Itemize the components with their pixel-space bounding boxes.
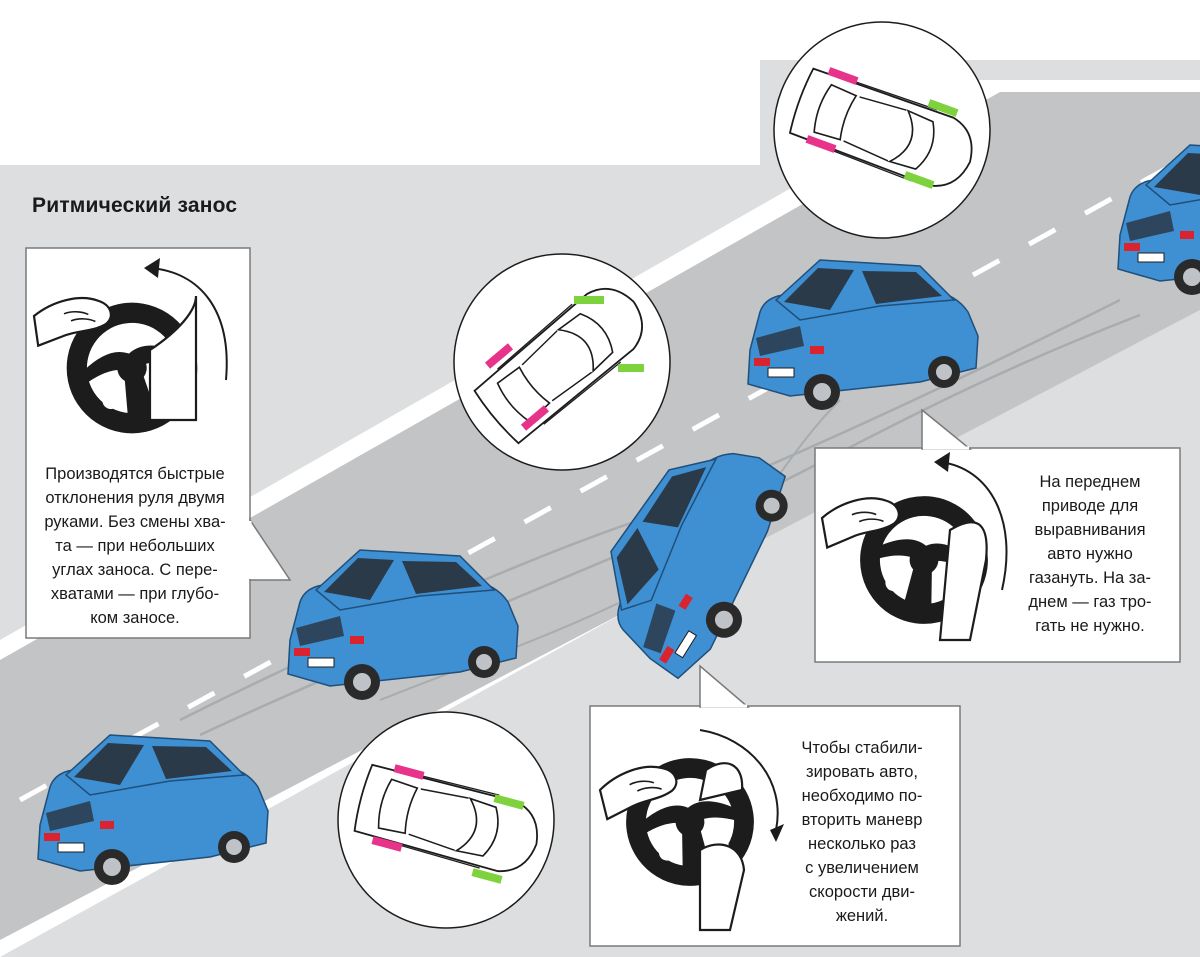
hand-icon	[148, 295, 198, 422]
callout-line: авто нужно	[1047, 545, 1133, 563]
callout-line: отклонения руля двумя	[45, 489, 225, 507]
callout-line: хватами — при глубо-	[50, 585, 220, 603]
car-top-view-top	[773, 21, 991, 239]
callout-line: с увеличением	[805, 859, 919, 877]
callout-line: вторить маневр	[801, 811, 923, 829]
car-top-view-middle	[453, 253, 671, 471]
hand-icon	[938, 521, 988, 642]
callout-line: руками. Без смены хва-	[44, 513, 226, 531]
callout-left-text: Производятся быстрые отклонения руля дву…	[30, 462, 240, 630]
callout-line: На переднем	[1039, 473, 1141, 491]
diagram-title: Ритмический занос	[32, 194, 238, 217]
callout-line: несколько раз	[808, 835, 916, 853]
callout-line: Чтобы стабили-	[801, 739, 923, 757]
callout-line: углах заноса. С пере-	[52, 561, 218, 579]
callout-line: днем — газ тро-	[1028, 593, 1152, 611]
callout-line: газануть. На за-	[1029, 569, 1151, 587]
callout-line: скорости дви-	[809, 883, 915, 901]
callout-line: Производятся быстрые	[45, 465, 225, 483]
callout-line: приводе для	[1041, 497, 1139, 515]
rotation-arrow-icon	[149, 267, 228, 381]
callout-line: жений.	[835, 907, 889, 925]
callout-right-box	[814, 408, 1181, 663]
rotation-arrow-icon	[699, 729, 779, 831]
callout-bottom-text: Чтобы стабили- зировать авто, необходимо…	[782, 736, 942, 928]
callout-line: выравнивания	[1034, 521, 1146, 539]
callout-line: зировать авто,	[806, 763, 918, 781]
callout-left-box	[25, 247, 292, 639]
callout-line: гать не нужно.	[1035, 617, 1145, 635]
rotation-arrow-icon	[939, 461, 1008, 591]
callout-bottom-box	[589, 664, 961, 947]
callout-right-text: На переднем приводе для выравнивания авт…	[1010, 470, 1170, 638]
hand-icon	[698, 843, 746, 932]
callout-line: та — при небольших	[55, 537, 215, 555]
hand-icon	[698, 762, 744, 802]
callout-line: ком заносе.	[90, 609, 180, 627]
callout-line: необходимо по-	[801, 787, 923, 805]
car-top-view-bottom	[337, 711, 555, 929]
